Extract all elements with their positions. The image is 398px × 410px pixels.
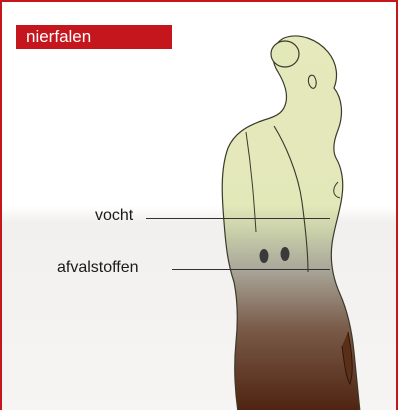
left-kidney [260, 249, 269, 263]
waste-leader-line [172, 269, 330, 270]
fluid-leader-line [146, 218, 330, 219]
body-silhouette [222, 36, 360, 410]
right-kidney [281, 247, 290, 261]
fluid-label: vocht [95, 207, 133, 225]
waste-label: afvalstoffen [57, 259, 139, 277]
hair-bun [271, 41, 299, 67]
